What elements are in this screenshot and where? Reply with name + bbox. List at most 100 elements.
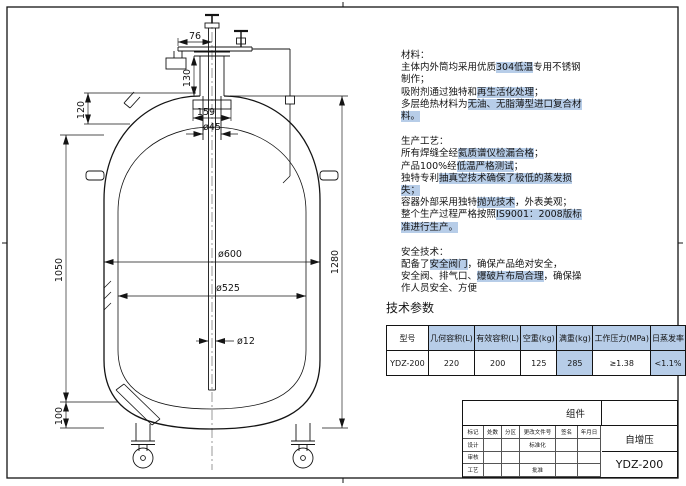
- side-lugs: [85, 170, 339, 181]
- note-segment: 作人员安全、方便: [401, 283, 478, 295]
- titleblock-cell: 分区: [502, 426, 520, 439]
- note-line: 配备了安全阀门，确保产品绝对安全，: [401, 259, 673, 271]
- titleblock-cell: 批准: [520, 464, 556, 477]
- note-segment: 低温严格测试: [456, 160, 514, 172]
- dim-45: ø45: [203, 122, 221, 133]
- titleblock-cell: [556, 464, 578, 477]
- dim-1280: 1280: [330, 250, 341, 274]
- wheel-icon: [132, 447, 154, 469]
- title-block-right: 自增压 YDZ-200: [602, 401, 677, 477]
- note-line: 所有焊缝全经氦质谱仪检漏合格；: [401, 148, 673, 160]
- empty-cell: [602, 401, 677, 426]
- note-segment: 304低温: [496, 62, 534, 74]
- note-segment: 料。: [401, 111, 421, 123]
- note-segment: 准进行生产。: [401, 221, 459, 233]
- dim-76: 76: [189, 31, 201, 42]
- note-segment: 独特专利: [401, 172, 440, 184]
- note-segment: 失；: [401, 185, 421, 197]
- table-cell: YDZ-200: [386, 350, 429, 376]
- center-dip-tube: [208, 28, 216, 391]
- table-cell: 型号: [386, 325, 429, 351]
- dim-120: 120: [76, 101, 87, 119]
- table-cell: 几何容积(L): [427, 325, 476, 351]
- note-segment: ，确保产品绝对安全，: [467, 259, 563, 271]
- titleblock-cell: 设计: [463, 438, 484, 452]
- note-section: 材料：主体内外筒均采用优质304低温专用不锈钢制作；吸附剂通过独特和再生活化处理…: [401, 50, 673, 123]
- note-segment: 抽真空技术确保了极低的蒸发损: [439, 172, 573, 184]
- titleblock-cell: [502, 438, 520, 452]
- note-segment: 氦质谱仪检漏合格: [458, 148, 535, 160]
- note-segment: 主体内外筒均采用优质: [401, 62, 497, 74]
- note-segment: 安全阀门: [429, 259, 468, 271]
- titleblock-cell: 工艺: [463, 464, 484, 477]
- note-line: 安全阀、排气口、爆破片布局合理，确保操: [401, 271, 673, 283]
- part-name: 组件: [565, 409, 585, 420]
- note-segment: ；: [534, 86, 544, 98]
- titleblock-cell: 签名: [556, 426, 578, 439]
- table-cell: <1.1%: [649, 350, 686, 376]
- titleblock-cell: [520, 451, 556, 465]
- revision-grid: 标记处数分区更改文件号签名年月日设计标准化审核工艺批准: [463, 426, 602, 477]
- titleblock-cell: [578, 451, 601, 465]
- titleblock-cell: [502, 464, 520, 477]
- table-row: 型号几何容积(L)有效容积(L)空重(kg)满重(kg)工作压力(MPa)日蒸发…: [386, 325, 686, 351]
- note-segment: ，确保操: [543, 271, 582, 283]
- note-segment: 所有焊缝全经: [401, 148, 459, 160]
- notes-panel: 材料：主体内外筒均采用优质304低温专用不锈钢制作；吸附剂通过独特和再生活化处理…: [401, 50, 673, 309]
- note-segment: 爆破片布局合理: [477, 271, 544, 283]
- model-number: YDZ-200: [615, 458, 664, 471]
- note-section: 生产工艺：所有焊缝全经氦质谱仪检漏合格；产品100%经低温严格测试；独特专利抽真…: [401, 136, 673, 234]
- part-name-cell: 组件: [463, 401, 602, 426]
- note-title: 材料：: [401, 50, 430, 61]
- note-segment: ；: [534, 148, 544, 160]
- tank-inner-vessel: [117, 126, 307, 410]
- titleblock-cell: 标记: [463, 426, 484, 439]
- note-segment: 安全阀、排气口、: [401, 271, 478, 283]
- tank-outer-shell: [103, 95, 321, 430]
- titleblock-cell: [556, 438, 578, 452]
- dim-600: ø600: [218, 249, 242, 260]
- product-name: 自增压: [602, 426, 677, 452]
- note-segment: 整个生产过程严格按照: [401, 209, 497, 221]
- title-block: 组件 标记处数分区更改文件号签名年月日设计标准化审核工艺批准 自增压 YDZ-2…: [462, 400, 678, 478]
- side-valve-body: [236, 37, 246, 45]
- note-line: 产品100%经低温严格测试；: [401, 160, 673, 173]
- dimension-labels: 76 130 120 1050 100 1280 ø600 ø525 ø45 1…: [54, 31, 341, 425]
- dim-1050: 1050: [54, 258, 65, 282]
- note-segment: ，外表美观；: [515, 197, 573, 209]
- table-cell: 工作压力(MPa): [592, 325, 651, 351]
- titleblock-cell: [502, 451, 520, 465]
- table-cell: 220: [427, 350, 476, 376]
- note-line: 作人员安全、方便: [401, 283, 673, 295]
- titleblock-cell: 标准化: [520, 438, 556, 452]
- note-line: 准进行生产。: [401, 221, 673, 234]
- note-line: 失；: [401, 185, 673, 197]
- pipe-fitting: [285, 95, 295, 105]
- note-line: 主体内外筒均采用优质304低温专用不锈钢: [401, 62, 673, 74]
- casters: [131, 423, 315, 469]
- table-cell: 空重(kg): [520, 325, 558, 351]
- table-cell: 日蒸发率: [649, 325, 686, 351]
- note-line: 多层绝热材料为无油、无脂薄型进口复合材: [401, 98, 673, 111]
- note-title: 安全技术：: [401, 246, 449, 258]
- wheel-icon: [292, 447, 314, 469]
- titleblock-cell: 处数: [484, 426, 502, 439]
- titleblock-cell: [578, 464, 601, 477]
- top-piping: [123, 13, 295, 184]
- tech-params-title: 技术参数: [386, 301, 435, 315]
- table-cell: 200: [474, 350, 522, 376]
- dim-12: ø12: [237, 336, 255, 347]
- note-segment: IS9001：2008版标: [496, 209, 582, 221]
- table-cell: 满重(kg): [556, 325, 594, 351]
- table-cell: 125: [520, 350, 558, 376]
- table-cell: ≥1.38: [592, 350, 651, 376]
- weld-ticks: [103, 280, 112, 311]
- note-section: 安全技术：配备了安全阀门，确保产品绝对安全，安全阀、排气口、爆破片布局合理，确保…: [401, 247, 673, 296]
- dim-130: 130: [182, 69, 193, 87]
- table-cell: 285: [556, 350, 594, 376]
- note-segment: 再生活化处理: [477, 86, 535, 98]
